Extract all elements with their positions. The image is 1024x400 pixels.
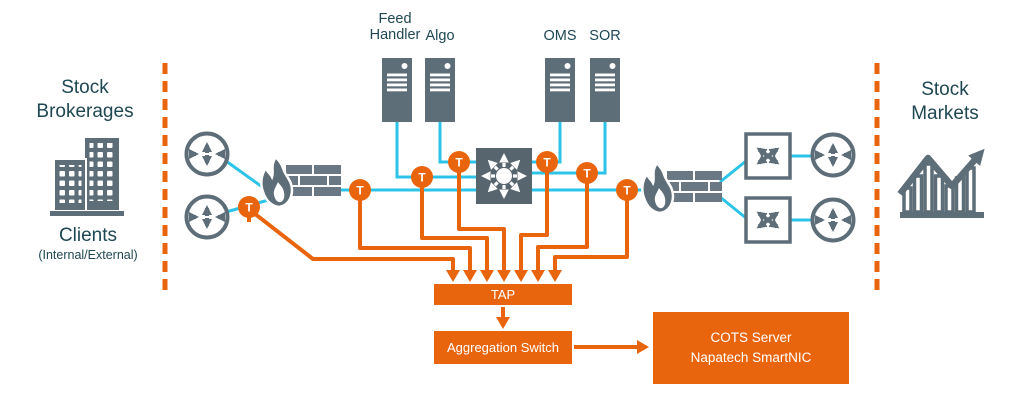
svg-text:T: T [455, 156, 463, 170]
tap-feed-line-7 [548, 196, 629, 282]
server-label-feed-handler: Feed Handler [369, 11, 421, 43]
router-icon-left-1 [187, 134, 228, 175]
link-firewall-right-switch2 [719, 195, 747, 220]
stock-chart-icon [900, 154, 984, 218]
router-icon-right-2 [813, 200, 854, 241]
server-icon-feed-handler [382, 58, 412, 122]
tap-marker-6: T [576, 162, 598, 188]
tap-feed-line-4 [457, 168, 511, 282]
tap-box: TAP [434, 284, 572, 305]
svg-text:T: T [245, 201, 253, 215]
svg-text:T: T [543, 156, 551, 170]
tap-feed-line-1 [248, 208, 460, 282]
firewall-icon-right [641, 161, 724, 215]
tap-marker-7: T [616, 179, 638, 205]
tap-feed-line-5 [514, 168, 549, 282]
clients-label: Clients [58, 225, 118, 246]
tap-marker-2: T [349, 179, 371, 205]
router-icon-right-1 [813, 135, 854, 176]
server-icon-algo [425, 58, 455, 122]
clients-sublabel: (Internal/External) [38, 248, 138, 262]
firewall-icon-left [260, 155, 343, 209]
cots-server-box: COTS Server Napatech SmartNIC [653, 312, 849, 384]
svg-text:T: T [356, 184, 364, 198]
server-label-oms: OMS [543, 28, 577, 44]
tap-marker-4: T [448, 151, 470, 177]
tap-markers: T T T T T T T [238, 151, 638, 222]
tap-marker-1: T [238, 196, 260, 222]
svg-text:T: T [583, 167, 591, 181]
right-panel-title: Stock Markets [911, 79, 979, 125]
tap-feed-lines [248, 168, 649, 354]
router-icon-left-2 [187, 197, 228, 238]
server-icon-sor [590, 58, 620, 122]
cots-server-line1: COTS Server [710, 329, 792, 345]
tap-marker-3: T [411, 166, 433, 192]
tap-feed-line-3 [420, 183, 494, 282]
cots-server-line2: Napatech SmartNIC [690, 350, 812, 365]
tap-feed-line-6 [531, 179, 589, 282]
switch-icon-right-2 [746, 198, 790, 242]
link-firewall-right-switch1 [719, 159, 747, 184]
switch-icon-right-1 [746, 134, 790, 178]
link-sor-switch [530, 122, 607, 175]
tap-marker-5: T [536, 151, 558, 177]
server-label-algo: Algo [425, 28, 455, 44]
link-feedhandler-switch [395, 122, 480, 179]
tap-feed-line-2 [358, 196, 477, 282]
core-switch-icon [474, 146, 534, 206]
server-label-sor: SOR [589, 28, 621, 44]
server-icon-oms [545, 58, 575, 122]
svg-text:T: T [418, 171, 426, 185]
buildings-icon [49, 136, 125, 217]
left-panel-title: Stock Brokerages [36, 77, 134, 123]
svg-text:T: T [623, 184, 631, 198]
aggregation-switch-box: Aggregation Switch [434, 331, 572, 364]
